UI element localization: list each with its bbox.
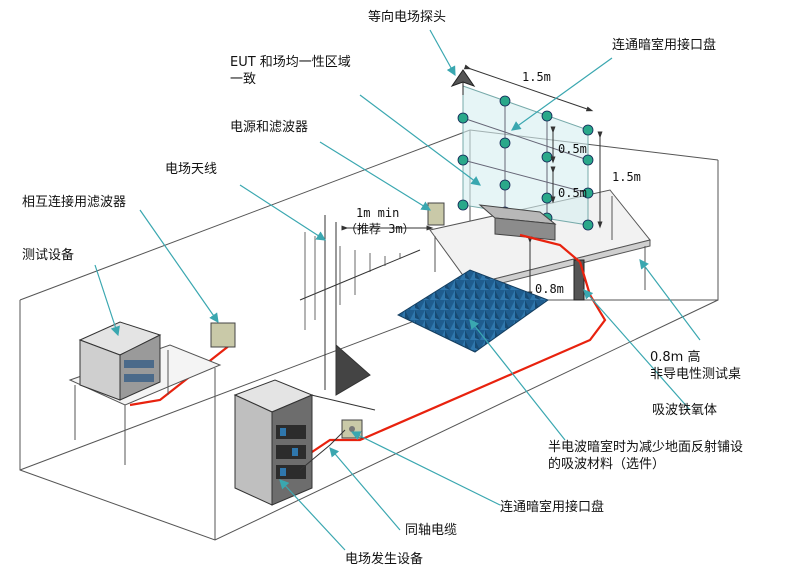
dim-spacing-h: 0.5m [558, 142, 587, 156]
label-field-antenna: 电场天线 [165, 162, 218, 177]
coaxial-cable [299, 429, 346, 471]
label-test-equipment: 测试设备 [22, 248, 75, 263]
power-filter-panel [427, 202, 445, 226]
leader-lines [94, 29, 701, 551]
label-field-generator: 电场发生设备 [345, 552, 424, 567]
label-isotropic-probe: 等向电场探头 [368, 10, 447, 25]
dim-grid-width: 1.5m [522, 70, 551, 84]
label-semi-anechoic-2: 的吸波材料（选件） [548, 457, 666, 472]
label-interface-panel-top: 连通暗室用接口盘 [612, 38, 717, 53]
ferrite-absorber [573, 259, 585, 301]
label-interconnect-filter: 相互连接用滤波器 [22, 195, 127, 210]
label-semi-anechoic-1: 半电波暗室时为减少地面反射铺设 [548, 440, 744, 455]
dim-table-height: 0.8m [535, 282, 564, 296]
dim-antenna-distance-1: 1m min [356, 206, 400, 220]
field-antenna [289, 215, 421, 411]
label-table-height-2: 非导电性测试桌 [650, 367, 742, 382]
label-power-filter: 电源和滤波器 [230, 120, 309, 135]
uniform-field-grid [457, 85, 594, 241]
label-interface-panel-bottom: 连通暗室用接口盘 [500, 500, 605, 515]
label-table-height-1: 0.8m 高 [650, 350, 701, 365]
dim-grid-height: 1.5m [612, 170, 641, 184]
label-ferrite: 吸波铁氧体 [652, 403, 718, 418]
label-eut-uniform-area-2: 一致 [230, 72, 257, 87]
interconnect-filter-panel [210, 322, 236, 348]
label-eut-uniform-area-1: EUT 和场均一性区域 [230, 55, 351, 70]
floor-absorber [396, 269, 550, 353]
dim-spacing-v: 0.5m [558, 186, 587, 200]
test-equipment-rack [78, 321, 162, 401]
field-generator-rack [233, 379, 314, 506]
dimension-lines [341, 64, 603, 299]
dim-antenna-distance-2: （推荐 3m） [345, 222, 415, 236]
label-coaxial-cable: 同轴电缆 [405, 523, 458, 538]
